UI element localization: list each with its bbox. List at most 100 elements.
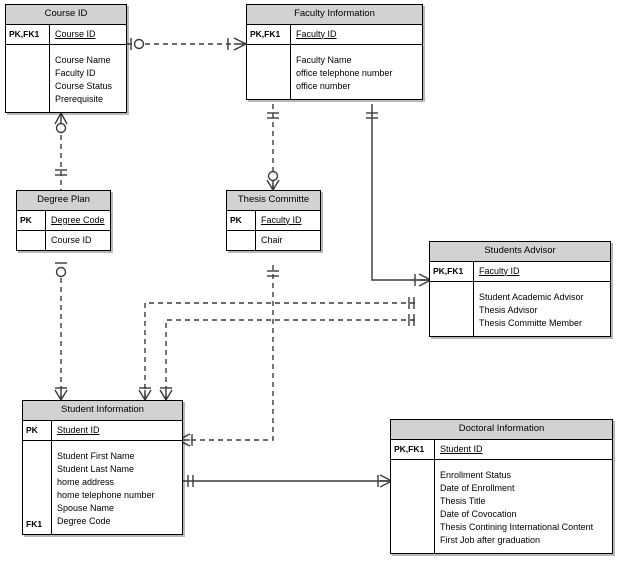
attribute: Faculty ID xyxy=(55,67,96,78)
key-attribute-column: Student ID xyxy=(435,440,612,459)
entity-key-section: PK,FK1 Student ID xyxy=(391,439,612,460)
relationship-studentsadvisor-studentinfo-a xyxy=(138,297,415,401)
attribute-column: Student Academic Advisor Thesis Advisor … xyxy=(474,282,610,336)
key-label: PK xyxy=(230,214,242,225)
entity-degree-plan[interactable]: Degree Plan PK Degree Code Course ID xyxy=(16,190,111,251)
key-attribute-column: Course ID xyxy=(50,25,126,44)
entity-doctoral-information[interactable]: Doctoral Information PK,FK1 Student ID E… xyxy=(390,419,613,554)
attribute: Chair xyxy=(261,234,283,245)
relationship-studentsadvisor-studentinfo-b xyxy=(159,314,415,401)
entity-title: Doctoral Information xyxy=(391,420,612,440)
key-column: PK,FK1 xyxy=(247,24,291,44)
attribute: Thesis Advisor xyxy=(479,304,538,315)
entity-thesis-committe[interactable]: Thesis Committe PK Faculty ID Chair xyxy=(226,190,321,251)
attribute-column: Chair xyxy=(256,231,320,250)
key-attribute-column: Faculty ID xyxy=(256,211,320,230)
entity-key-section: PK,FK1 Faculty ID xyxy=(247,24,422,45)
entity-key-section: PK Faculty ID xyxy=(227,210,320,231)
entity-attribute-section: Enrollment Status Date of Enrollment The… xyxy=(391,459,612,553)
attribute-column: Course Name Faculty ID Course Status Pre… xyxy=(50,45,126,112)
relationship-thesiscommitte-studentinfo xyxy=(177,265,279,447)
attribute: Faculty ID xyxy=(296,28,337,39)
entity-attribute-section: FK1 Student First Name Student Last Name… xyxy=(23,440,182,534)
key-column: PK,FK1 xyxy=(391,439,435,459)
attribute: Thesis Contining International Content xyxy=(440,521,594,532)
attribute: Degree Code xyxy=(57,515,111,526)
attribute: Student ID xyxy=(57,424,100,435)
relationship-course-degreeplan xyxy=(54,112,68,190)
key-column xyxy=(227,230,256,250)
key-column xyxy=(430,281,474,336)
key-label: FK1 xyxy=(26,518,43,529)
entity-title: Degree Plan xyxy=(17,191,110,211)
attribute: Date of Enrollment xyxy=(440,482,515,493)
attribute: Faculty Name xyxy=(296,54,352,65)
attribute: Course ID xyxy=(51,234,92,245)
attribute: Thesis Title xyxy=(440,495,486,506)
attribute: Course ID xyxy=(55,28,96,39)
entity-key-section: PK,FK1 Faculty ID xyxy=(430,261,610,282)
key-column: PK xyxy=(23,420,52,440)
relationship-degreeplan-studentinfo xyxy=(54,262,68,401)
attribute: Student Academic Advisor xyxy=(479,291,584,302)
entity-key-section: PK Student ID xyxy=(23,420,182,441)
key-label: PK,FK1 xyxy=(250,28,281,39)
key-label: PK xyxy=(20,214,32,225)
entity-title: Faculty Information xyxy=(247,5,422,25)
attribute-column: Enrollment Status Date of Enrollment The… xyxy=(435,460,612,553)
key-label: PK,FK1 xyxy=(394,443,425,454)
entity-faculty-information[interactable]: Faculty Information PK,FK1 Faculty ID Fa… xyxy=(246,4,423,100)
attribute: Course Status xyxy=(55,80,113,91)
attribute: Course Name xyxy=(55,54,111,65)
attribute: office number xyxy=(296,80,351,91)
key-column: PK xyxy=(227,210,256,230)
attribute: First Job after graduation xyxy=(440,534,541,545)
entity-attribute-section: Faculty Name office telephone number off… xyxy=(247,44,422,99)
attribute: Date of Covocation xyxy=(440,508,517,519)
entity-attribute-section: Chair xyxy=(227,230,320,250)
entity-attribute-section: Course Name Faculty ID Course Status Pre… xyxy=(6,44,126,112)
attribute-column: Student First Name Student Last Name hom… xyxy=(52,441,182,534)
relationship-course-faculty xyxy=(127,37,247,51)
attribute: Degree Code xyxy=(51,214,105,225)
relationship-faculty-thesiscommitte xyxy=(266,104,280,191)
key-attribute-column: Student ID xyxy=(52,421,182,440)
attribute: Faculty ID xyxy=(261,214,302,225)
attribute: home telephone number xyxy=(57,489,155,500)
key-column xyxy=(391,459,435,553)
relationship-faculty-studentsadvisor xyxy=(366,104,432,287)
entity-student-information[interactable]: Student Information PK Student ID FK1 St… xyxy=(22,400,183,535)
attribute: Student ID xyxy=(440,443,483,454)
entity-students-advisor[interactable]: Students Advisor PK,FK1 Faculty ID Stude… xyxy=(429,241,611,337)
entity-key-section: PK Degree Code xyxy=(17,210,110,231)
attribute-column: Faculty Name office telephone number off… xyxy=(291,45,422,99)
key-column: PK xyxy=(17,210,46,230)
attribute: Spouse Name xyxy=(57,502,115,513)
entity-title: Thesis Committe xyxy=(227,191,320,211)
entity-attribute-section: Student Academic Advisor Thesis Advisor … xyxy=(430,281,610,336)
key-column xyxy=(247,44,291,99)
relationship-studentinfo-doctoral xyxy=(183,474,393,488)
entity-course-id[interactable]: Course ID PK,FK1 Course ID Course Name F… xyxy=(5,4,127,113)
key-attribute-column: Degree Code xyxy=(46,211,110,230)
attribute: Student First Name xyxy=(57,450,135,461)
attribute: home address xyxy=(57,476,115,487)
entity-attribute-section: Course ID xyxy=(17,230,110,250)
key-column: PK,FK1 xyxy=(430,261,474,281)
attribute: Enrollment Status xyxy=(440,469,512,480)
key-column: PK,FK1 xyxy=(6,24,50,44)
attribute: office telephone number xyxy=(296,67,393,78)
attribute: Faculty ID xyxy=(479,265,520,276)
entity-key-section: PK,FK1 Course ID xyxy=(6,24,126,45)
key-column xyxy=(17,230,46,250)
attribute: Thesis Committe Member xyxy=(479,317,583,328)
key-attribute-column: Faculty ID xyxy=(474,262,610,281)
key-column xyxy=(6,44,50,112)
key-label: PK,FK1 xyxy=(433,265,464,276)
entity-title: Student Information xyxy=(23,401,182,421)
entity-title: Course ID xyxy=(6,5,126,25)
entity-title: Students Advisor xyxy=(430,242,610,262)
key-column: FK1 xyxy=(23,440,52,534)
attribute: Student Last Name xyxy=(57,463,135,474)
